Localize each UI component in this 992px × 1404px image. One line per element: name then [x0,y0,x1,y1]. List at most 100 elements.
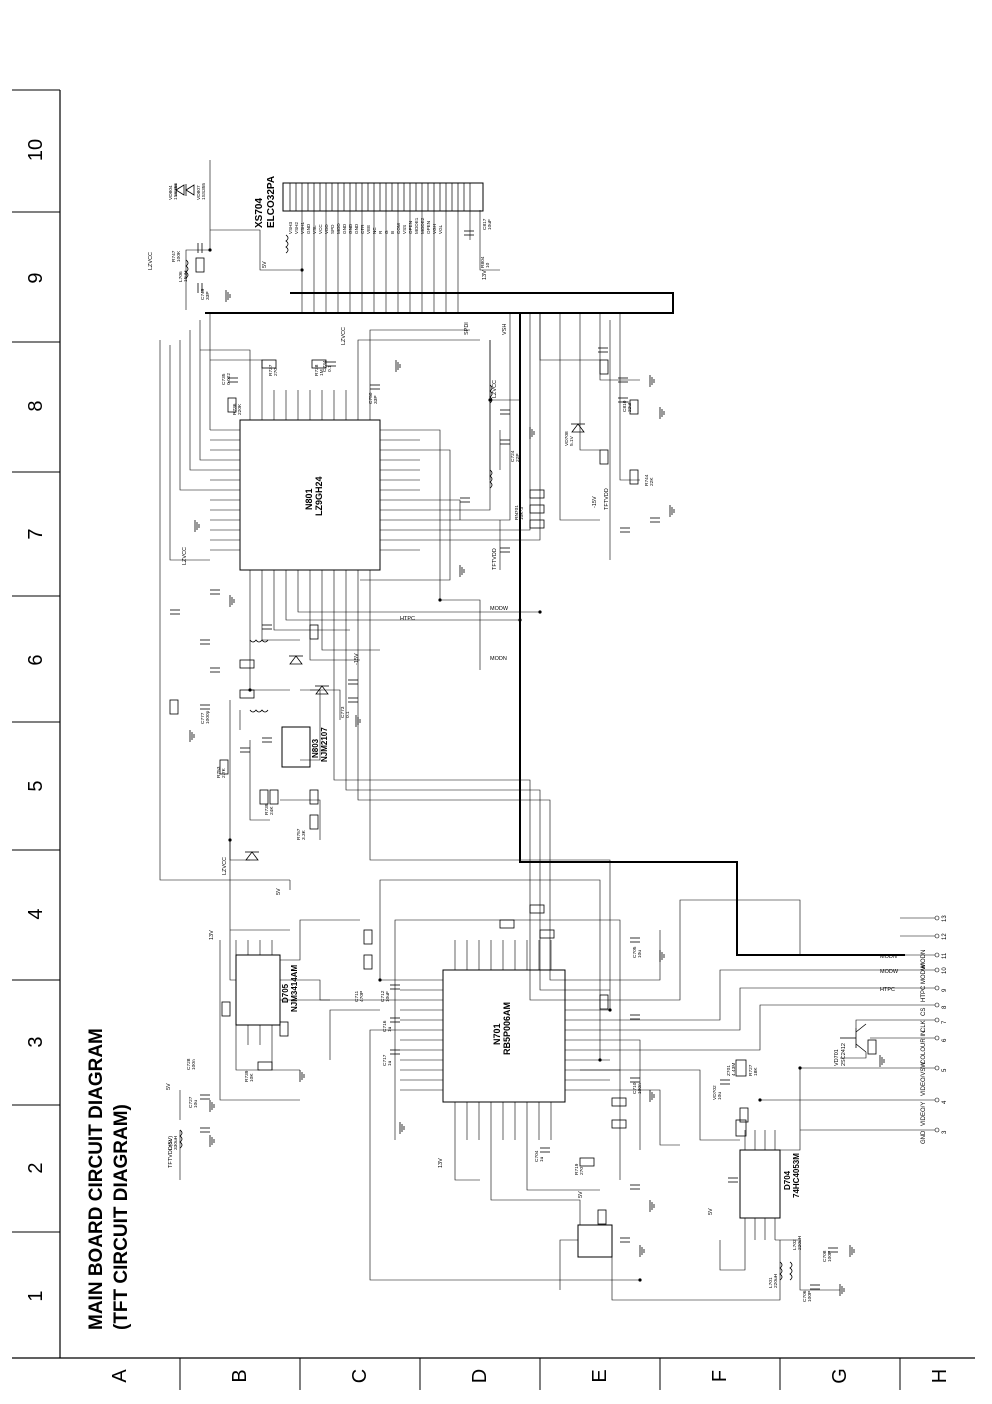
part-ref: R747 [171,250,177,262]
part-val: 2.7K [221,767,227,778]
part-ref: L706 [178,271,184,282]
part-ref: C777 [200,712,206,724]
col-label-3: 3 [25,1036,47,1047]
right-connector-pin: 12 [942,933,948,940]
ic-n701-ref: N701 [492,1023,502,1045]
part-ref: R736 [232,403,238,415]
part-ref: L702 [792,1239,798,1250]
part-ref: C735 [221,373,227,385]
diagram-title: MAIN BOARD CIRCUIT DIAGRAM (TFT CIRCUIT … [86,1028,132,1330]
xs704-pin-signal: GND [354,223,359,234]
right-connector-signal: CS [921,1008,927,1016]
ic-n803-body [281,726,311,768]
net-label-lzvcc: LZVCC [492,380,498,398]
part-val: 22uF [627,401,633,412]
right-connector-pin: 6 [942,1038,948,1042]
part-ref: C711 [354,991,360,1002]
net-label-13v: 13V [482,270,488,280]
part-val: 0.022 [226,373,232,385]
ic-n803: N803 NJM2107 [281,726,329,768]
col-label-5: 5 [25,780,47,791]
ic-d705: D705 NJM3414AM [235,940,299,1045]
ic-n801: N801 LZ9GH24 [210,390,420,600]
xs704-pin-signal: VGH [432,224,437,234]
junction-dots [208,248,802,1282]
right-connector-pin: 4 [942,1100,948,1104]
part-ref: C716 [382,1020,388,1032]
part-val: 10u [717,1092,723,1100]
part-val: 10 [485,262,491,268]
part-val: 100n [191,1059,197,1070]
ic-n803-part: NJM2107 [320,727,329,762]
part-val: 1000p [205,710,211,724]
part-ref: L704 [168,1139,174,1150]
part-ref: R727 [748,1064,754,1076]
xs704-pin-signal: GND [348,223,353,234]
part-val: 100P [827,1251,833,1262]
net-label-lzvcc: LZVCC [148,252,154,270]
part-val: 270 [273,368,279,376]
part-val: 22P [515,453,521,462]
col-label-6: 6 [25,654,47,665]
net-label-13v: 13V [209,930,215,940]
part-val: 33P [205,291,211,300]
xs704-pin-signal: MODE2 [420,217,425,234]
net-label-modw: MODW [490,606,509,612]
row-label-a: A [109,1369,131,1383]
part-val: 330uH [173,1135,179,1150]
part-val: 100n [637,1083,643,1094]
xs704-pin-signal: R [378,230,383,234]
col-label-9: 9 [25,272,47,283]
part-ref: R804 [480,256,486,268]
part-val: 220uH [773,1273,779,1288]
bus-lines [205,292,905,956]
part-ref: C750 [368,392,374,404]
xs704-pin-signal: VGL [438,224,443,234]
part-val: 1M [319,369,325,376]
part-ref: C705 [632,946,638,958]
part-ref: C727 [188,1096,194,1108]
part-ref: VD708 [564,431,570,446]
ic-n801-ref: N801 [304,488,314,510]
connector-xs704-ref: XS704 [254,198,265,228]
ic-d705-part: NJM3414AM [290,965,299,1012]
connector-xs704-body [282,182,484,212]
part-ref: Z701 [726,1065,732,1076]
part-ref: R753 [216,766,222,778]
part-val: 10uF [487,219,493,230]
right-connector-signal: HTPC [921,985,927,1002]
part-val: 5.1V [569,435,575,446]
net-label-tftvdd5v: TFTVDD(5V) [168,1136,174,1168]
right-connector-pin: 10 [942,967,948,974]
col-label-7: 7 [25,528,47,539]
ic-n701-body [442,969,566,1103]
part-ref: C704 [534,1150,540,1162]
part-labels: R747 100K L706 15uH C749 33P VD804 1SS35… [168,183,833,1302]
part-ref: L701 [768,1277,774,1288]
xs704-pin-signal: VEE [366,225,371,234]
part-val: 1SS355 [201,183,207,200]
part-ref: C706 [802,1290,808,1302]
ic-d705-ref: D705 [281,983,290,1003]
part-val: 10u [637,950,643,958]
net-label-lzvcc: LZVCC [341,327,347,345]
part-ref: C810 [622,400,628,412]
col-label-1: 1 [25,1290,47,1301]
xs704-pin-signal: B [390,231,395,234]
net-labels: LZVCC LZVCC LZVCC LZVCC LZVCC 5V 5V 5V 5… [148,252,899,1215]
part-ref: C773 [340,706,346,718]
part-val: 1u [539,1156,545,1162]
col-label-2: 2 [25,1162,47,1173]
passive-components [169,184,877,1290]
ic-d704: D704 74HC4053M [739,1130,801,1240]
ic-d705-body [235,954,281,1026]
title-line-1: MAIN BOARD CIRCUIT DIAGRAM [86,1028,107,1330]
part-val: 10u [193,1100,199,1108]
xs704-pin-signal: VSH3 [288,222,293,234]
vd701-part: 2SC2412 [841,1043,847,1066]
net-label-spdi: SPDI [464,322,470,335]
ic-n701: N701 RB5P006AM [400,940,610,1140]
row-labels: A B C D E F G H [109,1368,951,1384]
col-label-4: 4 [25,908,47,919]
